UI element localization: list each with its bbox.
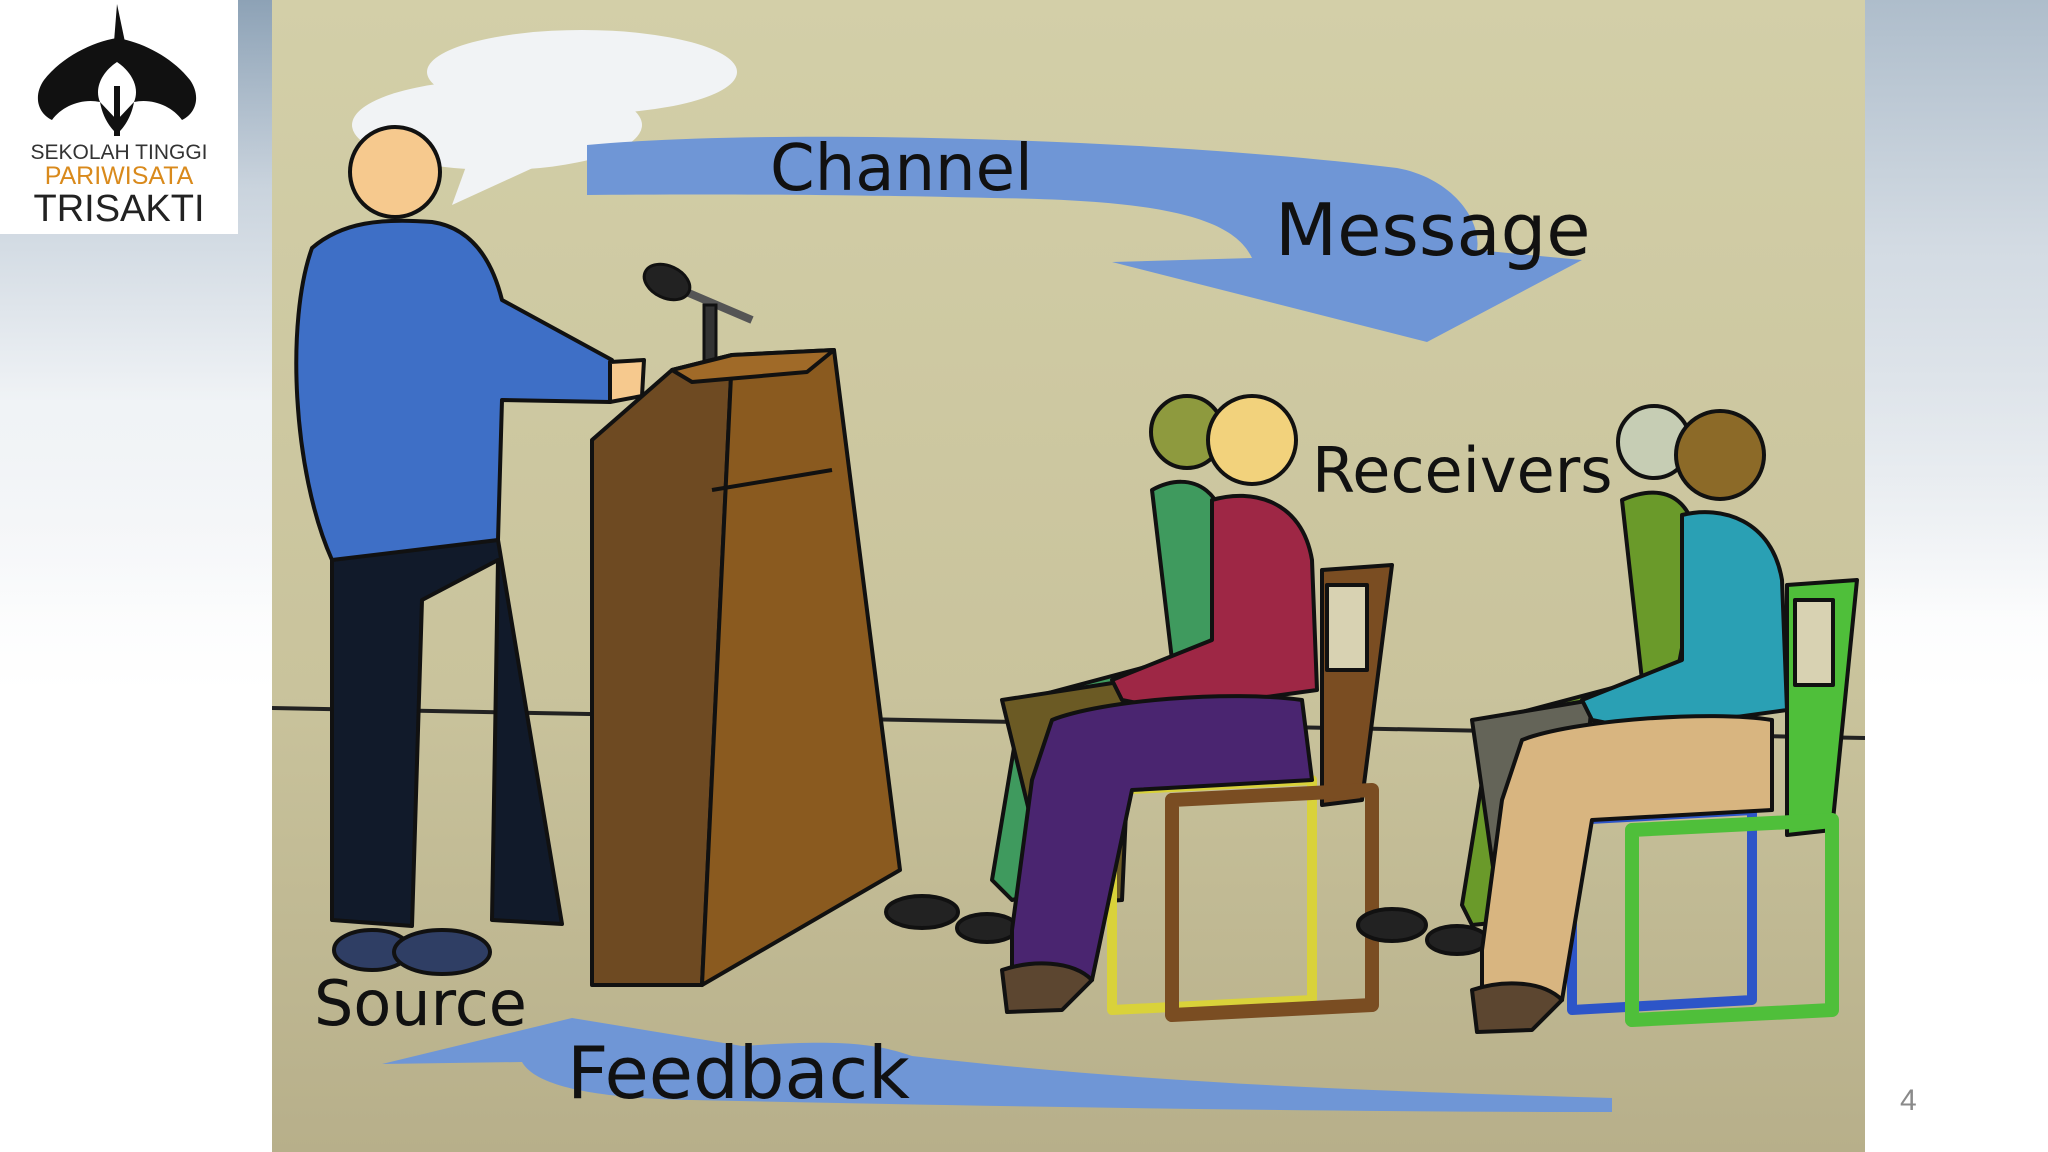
label-message: Message [1275, 188, 1591, 272]
speaker-figure [294, 125, 646, 976]
label-receivers: Receivers [1312, 434, 1613, 507]
logo-text-line3: TRISAKTI [33, 188, 205, 230]
communication-illustration: Channel Message Receivers Source Feedbac… [272, 0, 1865, 1152]
logo-text-line1: SEKOLAH TINGGI [30, 141, 208, 164]
slide-page-number: 4 [1900, 1084, 1917, 1117]
receiver-group-left [884, 394, 1394, 1022]
microphone [642, 262, 754, 367]
label-source: Source [314, 967, 527, 1040]
logo-text-line2: PARIWISATA [44, 162, 194, 190]
message-arrow [587, 136, 1582, 342]
label-feedback: Feedback [567, 1031, 910, 1115]
feedback-arrow [382, 1018, 1612, 1112]
logo: SEKOLAH TINGGI PARIWISATA TRISAKTI [0, 0, 238, 234]
label-channel: Channel [770, 132, 1033, 206]
communication-diagram: Channel Message Receivers Source Feedbac… [272, 0, 1865, 1152]
trisakti-emblem-icon [37, 4, 197, 136]
podium [590, 348, 902, 987]
slide-background-right [1865, 0, 2048, 620]
receiver-group-right [1356, 404, 1859, 1034]
